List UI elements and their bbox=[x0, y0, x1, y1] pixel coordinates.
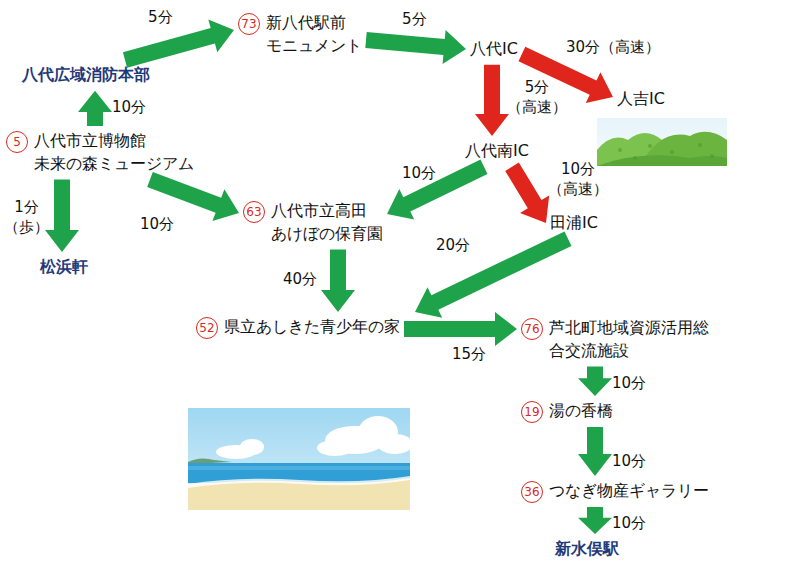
site-node: 76 芦北町地域資源活用総 合交流施設 bbox=[521, 317, 709, 362]
node-text: つなぎ物産ギャラリー bbox=[549, 480, 709, 503]
time-label: 10分 bbox=[612, 374, 646, 394]
interchange-node: 田浦IC bbox=[550, 212, 598, 235]
time-label: 40分 bbox=[283, 270, 317, 290]
route-arrow bbox=[147, 172, 239, 221]
site-node: 36 つなぎ物産ギャラリー bbox=[521, 480, 709, 503]
node-text: 新水俣駅 bbox=[555, 538, 619, 561]
route-arrow bbox=[404, 312, 517, 346]
site-node: 5 八代市立博物館 未来の森ミュージアム bbox=[6, 130, 194, 175]
route-arrow bbox=[415, 232, 572, 318]
time-label: 10分 bbox=[112, 98, 146, 118]
time-label: 10分 bbox=[612, 514, 646, 534]
time-label: 30分（高速） bbox=[566, 38, 660, 58]
route-arrow bbox=[578, 366, 612, 396]
time-label: 10分 bbox=[140, 215, 174, 235]
place-name: 八代広域消防本部 bbox=[22, 64, 150, 87]
site-node: 19 湯の香橋 bbox=[521, 400, 613, 423]
callout-number: 52 bbox=[196, 317, 218, 339]
node-text: 八代市立博物館 未来の森ミュージアム bbox=[34, 130, 194, 175]
node-text: 新八代駅前 モニュメント bbox=[266, 12, 362, 57]
route-arrow bbox=[365, 30, 466, 64]
time-label: 5分 bbox=[148, 8, 173, 28]
site-node: 63 八代市立高田 あけぼの保育園 bbox=[243, 200, 383, 245]
node-text: 松浜軒 bbox=[40, 256, 88, 279]
node-text: 八代市立高田 あけぼの保育園 bbox=[271, 200, 383, 245]
callout-number: 76 bbox=[521, 318, 543, 340]
site-node: 73 新八代駅前 モニュメント bbox=[238, 12, 362, 57]
node-text: 田浦IC bbox=[550, 212, 598, 235]
callout-number: 73 bbox=[238, 13, 260, 35]
route-arrow bbox=[45, 179, 79, 252]
time-label: 15分 bbox=[452, 345, 486, 365]
route-arrow bbox=[78, 91, 112, 126]
node-text: 八代広域消防本部 bbox=[22, 64, 150, 87]
site-node: 52 県立あしきた青少年の家 bbox=[196, 316, 400, 339]
time-label: 10分 （高速） bbox=[548, 160, 608, 199]
route-arrow bbox=[475, 65, 509, 136]
interchange-node: 八代IC bbox=[470, 38, 518, 61]
node-text: 県立あしきた青少年の家 bbox=[224, 316, 400, 339]
time-label: 1分 （歩） bbox=[4, 198, 49, 237]
time-label: 5分 bbox=[402, 10, 427, 30]
route-arrow bbox=[387, 160, 488, 220]
callout-number: 19 bbox=[521, 401, 543, 423]
route-arrow bbox=[578, 507, 612, 534]
interchange-node: 八代南IC bbox=[465, 140, 529, 163]
node-text: 芦北町地域資源活用総 合交流施設 bbox=[549, 317, 709, 362]
node-text: 八代南IC bbox=[465, 140, 529, 163]
place-name: 松浜軒 bbox=[40, 256, 88, 279]
route-arrow bbox=[578, 427, 612, 476]
node-text: 八代IC bbox=[470, 38, 518, 61]
callout-number: 36 bbox=[521, 481, 543, 503]
time-label: 20分 bbox=[436, 236, 470, 256]
time-label: 5分 （高速） bbox=[507, 78, 567, 117]
route-arrow bbox=[321, 249, 355, 312]
time-label: 10分 bbox=[612, 452, 646, 472]
beach-picture bbox=[188, 408, 410, 510]
node-text: 湯の香橋 bbox=[549, 400, 613, 423]
mountain-picture bbox=[597, 118, 727, 166]
node-text: 人吉IC bbox=[617, 88, 665, 111]
callout-number: 63 bbox=[243, 201, 265, 223]
place-name: 新水俣駅 bbox=[555, 538, 619, 561]
route-arrow bbox=[123, 19, 234, 67]
interchange-node: 人吉IC bbox=[617, 88, 665, 111]
time-label: 10分 bbox=[402, 164, 436, 184]
route-arrow bbox=[505, 163, 549, 223]
callout-number: 5 bbox=[6, 131, 28, 153]
